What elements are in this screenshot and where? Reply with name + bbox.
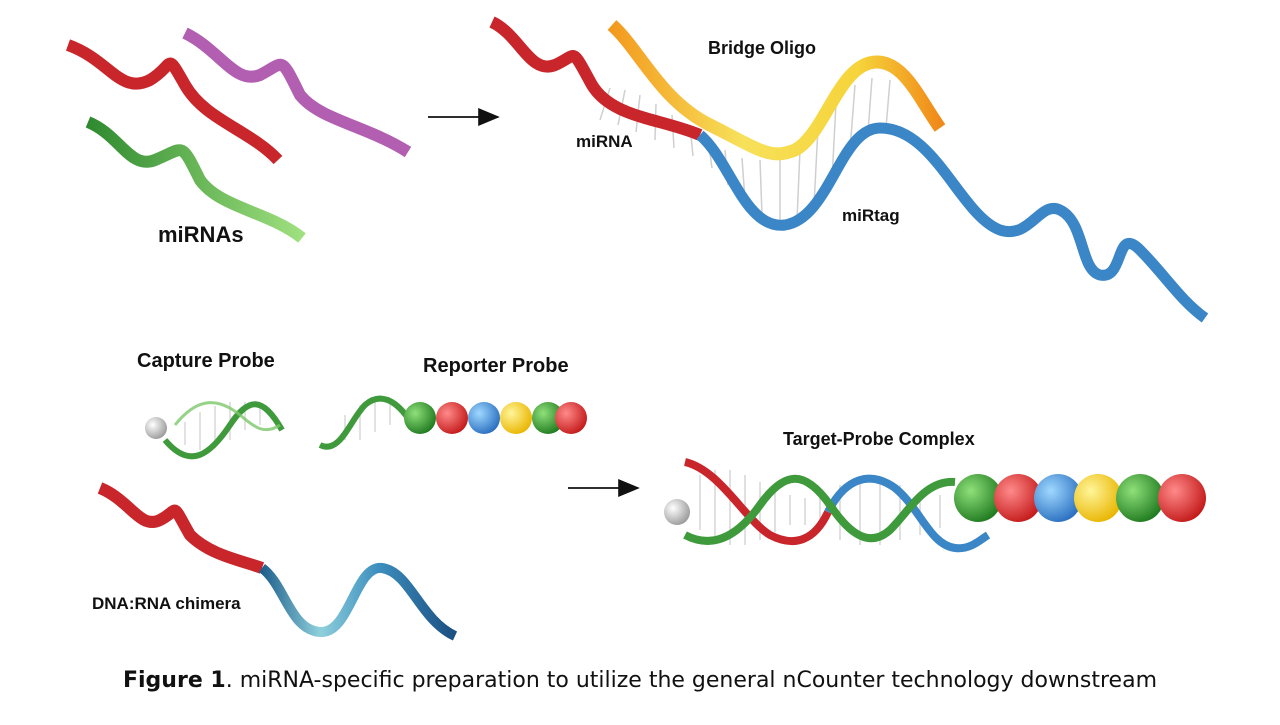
reporter-bead-1 [404, 402, 436, 434]
label-mirna: miRNA [576, 132, 633, 151]
reporter-probe [318, 395, 587, 450]
target-probe-complex [664, 458, 1206, 553]
mirna-strand-purple [182, 27, 412, 158]
label-chimera: DNA:RNA chimera [92, 594, 241, 613]
complex-bead-2 [994, 474, 1042, 522]
complex-bead-1 [954, 474, 1002, 522]
mirnas-group [65, 27, 412, 243]
label-capture-probe: Capture Probe [137, 350, 275, 372]
label-reporter-probe: Reporter Probe [423, 355, 569, 377]
complex-bead-6 [1158, 474, 1206, 522]
label-bridge-oligo: Bridge Oligo [708, 38, 816, 58]
mirna-strand [489, 16, 703, 141]
complex-bead-5 [1116, 474, 1164, 522]
mirtag-strand [696, 122, 1209, 323]
reporter-bead-2 [436, 402, 468, 434]
dna-rna-chimera [97, 482, 458, 641]
reporter-bead-3 [468, 402, 500, 434]
capture-bead-icon-2 [664, 499, 690, 525]
label-mirnas: miRNAs [158, 222, 244, 247]
reporter-bead-4 [500, 402, 532, 434]
mirna-strand-green [85, 116, 306, 243]
complex-bead-3 [1034, 474, 1082, 522]
label-target-probe-complex: Target-Probe Complex [783, 429, 975, 449]
figure-caption-text: . miRNA-specific preparation to utilize … [225, 668, 1157, 693]
ligation-complex [489, 16, 1209, 323]
capture-bead-icon [145, 417, 167, 439]
complex-bead-4 [1074, 474, 1122, 522]
figure-caption: Figure 1. miRNA-specific preparation to … [0, 668, 1280, 693]
reporter-bead-6 [555, 402, 587, 434]
capture-probe [145, 401, 285, 460]
figure-number: Figure 1 [122, 668, 226, 693]
label-mirtag: miRtag [842, 206, 900, 225]
reporter-bead-5 [532, 402, 564, 434]
bridge-oligo-strand [607, 20, 946, 161]
mirna-strand-red [65, 39, 283, 165]
